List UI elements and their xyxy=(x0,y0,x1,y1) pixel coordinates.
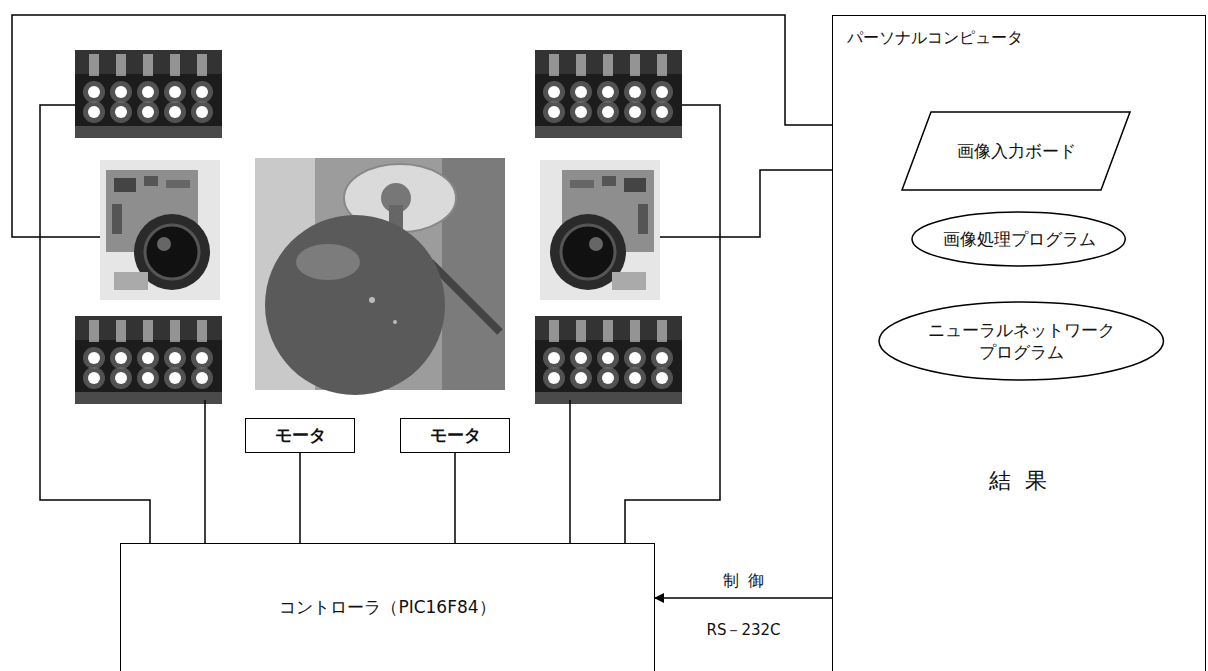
result-text: 結果 xyxy=(963,461,1073,501)
led-panel xyxy=(535,50,682,138)
node-text: 画像入力ボード xyxy=(957,140,1076,162)
node-text: モータ xyxy=(430,424,481,446)
box-title: パーソナルコンピュータ xyxy=(847,28,1023,49)
motor-box: モータ xyxy=(245,418,355,453)
node-text: 結果 xyxy=(976,467,1060,496)
signal-label: RS－232C xyxy=(706,621,780,641)
computer-box: パーソナルコンピュータ画像入力ボード画像処理プログラムニューラルネットワーク プ… xyxy=(832,15,1206,671)
node-text: モータ xyxy=(275,424,326,446)
node-text: 画像処理プログラム xyxy=(943,228,1096,250)
led-wire xyxy=(569,400,571,543)
motor-box: モータ xyxy=(400,418,510,453)
board-parallelogram xyxy=(902,112,1130,190)
sphere-photo xyxy=(255,158,505,395)
led-wire xyxy=(40,105,150,543)
edge-label-holder: 制御 xyxy=(713,571,774,592)
node-text: ニューラルネットワーク プログラム xyxy=(916,319,1126,363)
input-board: 画像入力ボード xyxy=(901,111,1131,191)
node-outline xyxy=(878,301,1165,381)
led-wire xyxy=(204,400,206,543)
program-ellipse-outline xyxy=(912,212,1125,266)
node-text: コントローラ（PIC16F84） xyxy=(279,596,495,618)
camera-photo xyxy=(100,160,220,300)
connector xyxy=(655,597,832,599)
signal-label-holder: RS－232C xyxy=(706,620,780,641)
controller-box: コントローラ（PIC16F84） xyxy=(120,543,655,671)
program-ellipse: ニューラルネットワーク プログラム xyxy=(878,301,1165,381)
connector xyxy=(454,453,456,543)
camera-wire xyxy=(12,15,922,237)
connector xyxy=(299,453,301,543)
edge-label: 制御 xyxy=(713,571,774,592)
wires xyxy=(12,15,922,543)
led-panel xyxy=(535,316,682,404)
camera-photo xyxy=(540,160,660,300)
led-wire xyxy=(625,105,720,543)
led-panel xyxy=(75,50,222,138)
led-panel xyxy=(75,316,222,404)
program-ellipse: 画像処理プログラム xyxy=(911,211,1126,267)
program-ellipse-outline xyxy=(879,302,1164,380)
